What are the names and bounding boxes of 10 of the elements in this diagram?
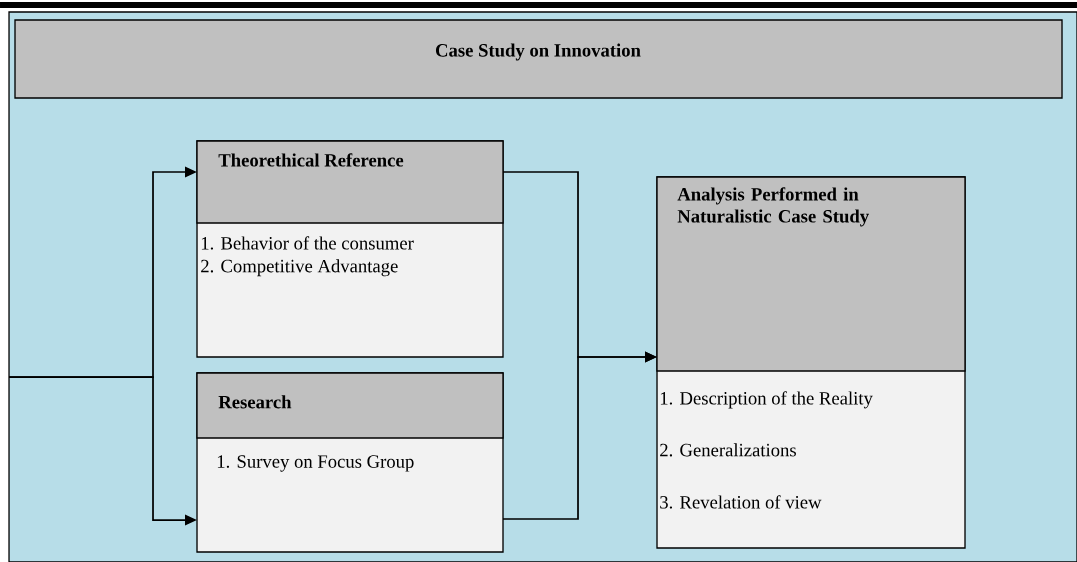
list-item: 1. Behavior of the consumer bbox=[201, 236, 414, 250]
list-item: 1. Survey on Focus Group bbox=[217, 455, 414, 472]
list-item: 1. Description of the Reality bbox=[660, 391, 873, 409]
list-item: 2. Competitive Advantage bbox=[201, 259, 398, 277]
box-heading: Theorethical Reference bbox=[218, 153, 404, 167]
box-heading: Analysis Performed in Naturalistic Case Study bbox=[677, 187, 869, 227]
list-item: 3. Revelation of view bbox=[660, 495, 822, 509]
list-item: 2. Generalizations bbox=[660, 443, 796, 457]
box-heading: Research bbox=[218, 395, 292, 409]
box-heading: Case Study on Innovation bbox=[435, 43, 641, 61]
